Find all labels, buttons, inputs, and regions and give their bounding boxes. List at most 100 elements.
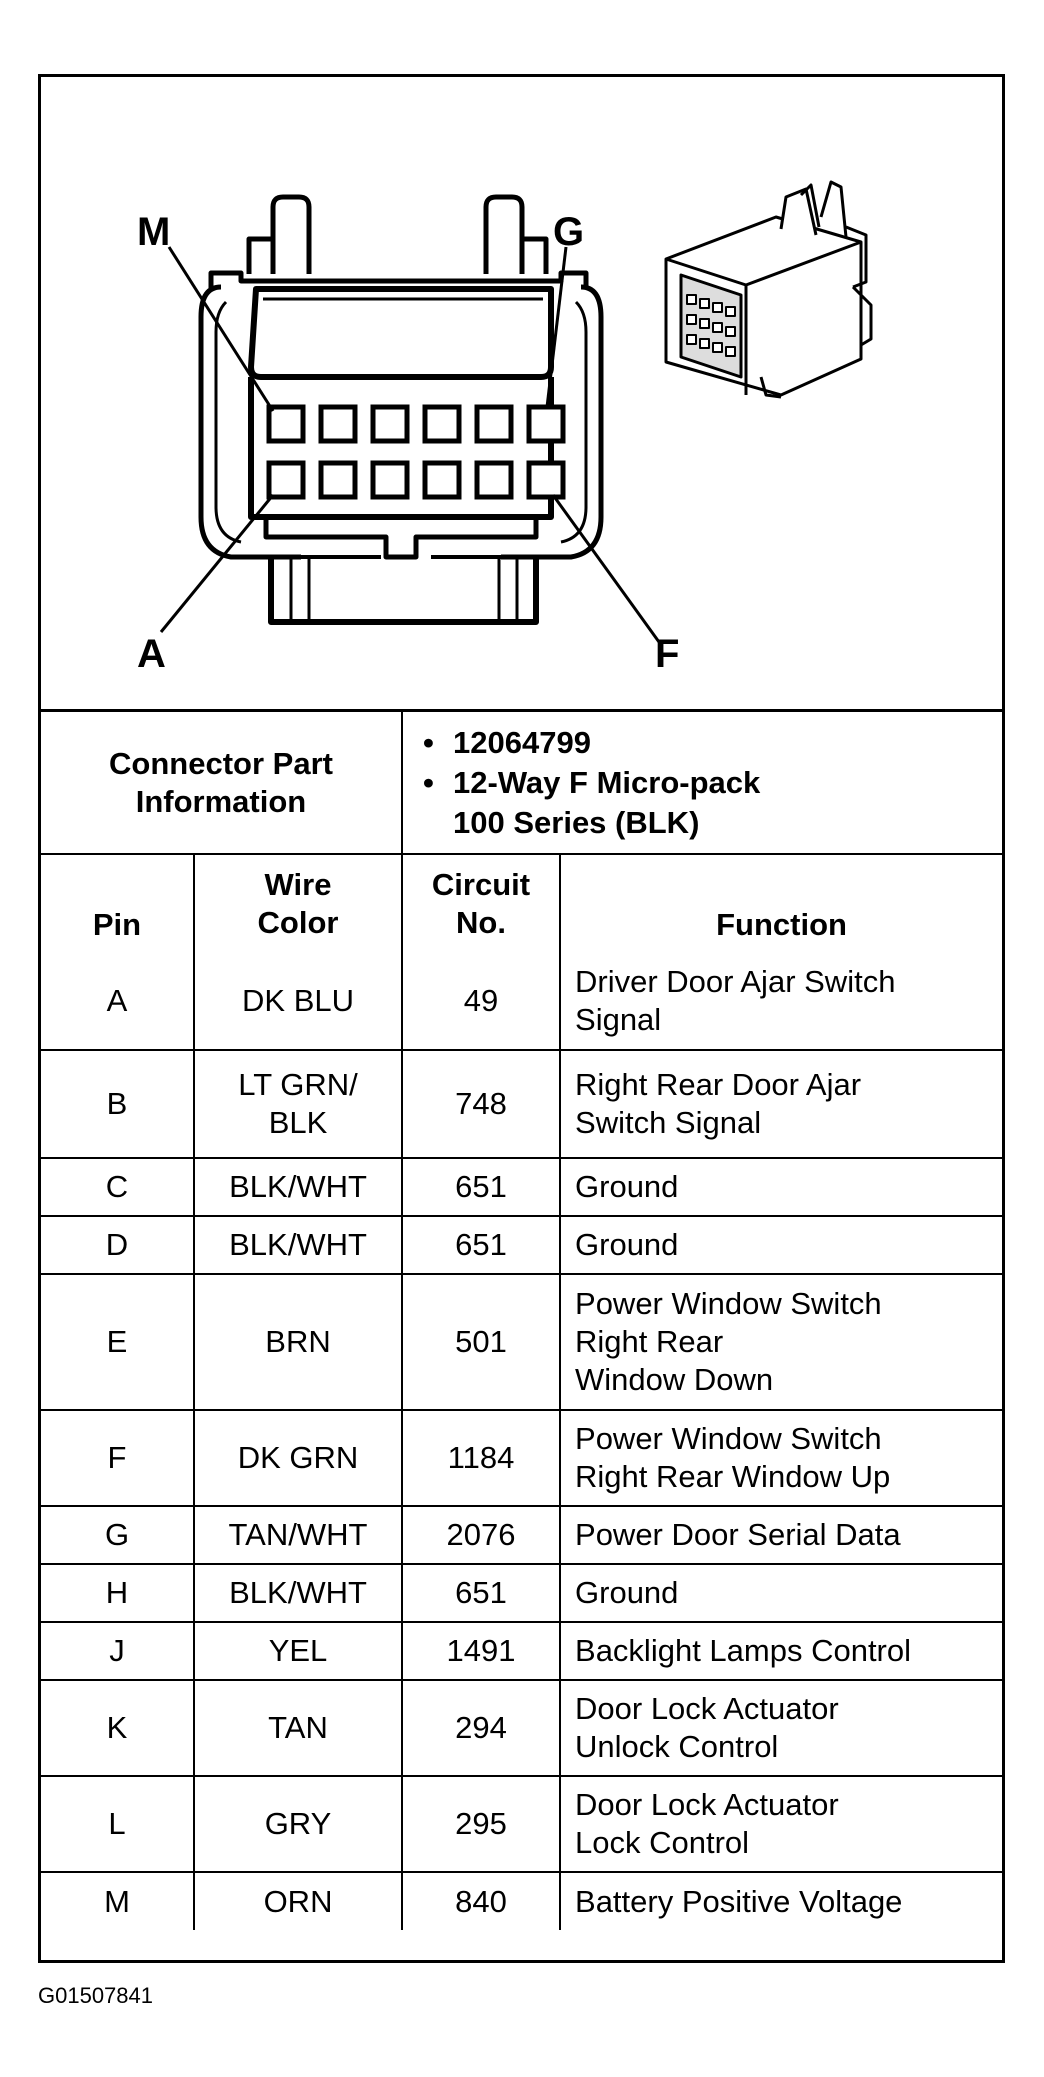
pin-cell: D: [41, 1215, 195, 1275]
pin-table: Connector Part Information 12064799 12-W…: [41, 712, 1003, 1930]
pin-cell: B: [41, 1049, 195, 1159]
circuit-cell: 651: [401, 1215, 562, 1275]
wire-color-cell: TAN: [192, 1679, 404, 1777]
wire-color-cell-line: BLK: [268, 1105, 328, 1140]
circuit-cell: 651: [401, 1563, 562, 1623]
wire-color-cell: BLK/WHT: [192, 1215, 404, 1275]
circuit-cell: 651: [401, 1157, 562, 1217]
connector-isometric-view: [664, 180, 873, 399]
wire-color-cell-line: DK GRN: [237, 1440, 359, 1475]
function-cell-line: Power Window Switch: [575, 1286, 882, 1321]
wire-color-cell-line: DK BLU: [242, 982, 354, 1018]
circuit-cell: 501: [401, 1273, 562, 1411]
figure-reference: G01507841: [38, 1983, 153, 2008]
wire-color-cell-line: ORN: [263, 1883, 333, 1919]
wire-color-cell-line: GRY: [264, 1806, 332, 1841]
wire-color-cell-line: TAN/WHT: [228, 1517, 368, 1552]
function-cell-line: Backlight Lamps Control: [575, 1633, 912, 1668]
function-cell-line: Driver Door Ajar Switch: [575, 963, 896, 999]
function-cell-line: Power Door Serial Data: [575, 1517, 901, 1552]
pin-cell: E: [41, 1273, 195, 1411]
function-cell: Ground: [559, 1157, 1003, 1217]
function-cell: Ground: [559, 1563, 1003, 1623]
pin-label-m: M: [137, 210, 170, 254]
function-cell-line: Right Rear Door Ajar: [575, 1067, 862, 1102]
function-cell-line: Right Rear Window Up: [575, 1459, 891, 1494]
right-latch-post: [483, 194, 525, 274]
connector-skirt: [268, 557, 539, 625]
wire-color-cell: BLK/WHT: [192, 1563, 404, 1623]
leader-line-a: [159, 494, 275, 633]
wire-color-cell: TAN/WHT: [192, 1505, 404, 1565]
leader-line-f: [551, 494, 661, 643]
connector-info-label-line2: Information: [135, 783, 307, 819]
pin-cell: A: [41, 952, 195, 1051]
connector-frame: M G A F: [38, 74, 1005, 1963]
function-cell-line: Window Down: [575, 1362, 774, 1397]
wire-color-cell-line: BRN: [265, 1324, 331, 1359]
circuit-cell: 294: [401, 1679, 562, 1777]
wire-color-cell: BLK/WHT: [192, 1157, 404, 1217]
connector-face-drawing: M G A F: [137, 180, 873, 676]
wire-color-cell: ORN: [192, 1871, 404, 1930]
function-cell: Battery Positive Voltage: [559, 1871, 1003, 1930]
circuit-cell: 1491: [401, 1621, 562, 1681]
function-cell: Ground: [559, 1215, 1003, 1275]
function-cell-line: Ground: [575, 1169, 679, 1204]
circuit-cell: 295: [401, 1775, 562, 1873]
function-cell: Backlight Lamps Control: [559, 1621, 1003, 1681]
connector-info-label: Connector Part Information: [41, 712, 404, 855]
leader-line-m: [167, 246, 275, 412]
function-cell-line: Door Lock Actuator: [575, 1787, 839, 1822]
wire-color-cell-line: BLK/WHT: [229, 1169, 367, 1204]
pin-label-g: G: [553, 210, 584, 254]
function-cell-line: Signal: [575, 1001, 662, 1037]
circuit-cell: 840: [401, 1871, 562, 1930]
right-outer-shell: [501, 284, 604, 560]
wire-color-cell-line: TAN: [268, 1710, 328, 1745]
pin-cavities: [266, 404, 566, 500]
connector-info-row: Connector Part Information 12064799 12-W…: [41, 712, 1003, 855]
function-cell-line: Battery Positive Voltage: [575, 1883, 903, 1919]
leader-line-g: [545, 246, 568, 408]
pin-label-a: A: [137, 632, 166, 676]
connector-description-line2: 100 Series (BLK): [453, 804, 700, 840]
header-function: Function: [559, 853, 1003, 952]
wire-color-cell: GRY: [192, 1775, 404, 1873]
pin-cell: H: [41, 1563, 195, 1623]
wire-color-cell-line: YEL: [268, 1633, 328, 1668]
function-cell-line: Unlock Control: [575, 1729, 779, 1764]
header-wire-color-line2: Color: [257, 904, 339, 940]
header-circuit-line2: No.: [456, 904, 506, 940]
pin-cell: G: [41, 1505, 195, 1565]
circuit-cell: 1184: [401, 1409, 562, 1507]
wire-color-cell: DK BLU: [192, 952, 404, 1051]
wire-color-cell: LT GRN/BLK: [192, 1049, 404, 1159]
pin-cell: C: [41, 1157, 195, 1217]
wire-color-cell-line: BLK/WHT: [229, 1575, 367, 1610]
function-cell-line: Ground: [575, 1227, 679, 1262]
header-wire-color-line1: Wire: [264, 866, 332, 902]
left-latch-post: [270, 194, 312, 274]
function-cell: Power Door Serial Data: [559, 1505, 1003, 1565]
part-number: 12064799: [423, 723, 1002, 763]
wire-color-cell: DK GRN: [192, 1409, 404, 1507]
function-cell-line: Right Rear: [575, 1324, 724, 1359]
wire-color-cell: YEL: [192, 1621, 404, 1681]
